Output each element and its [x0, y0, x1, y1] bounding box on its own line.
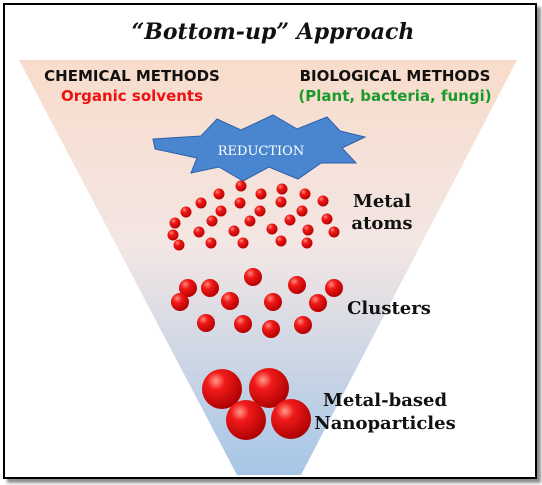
metal-atom [234, 197, 246, 209]
metal-atom [169, 217, 181, 229]
metal-atoms-group [167, 180, 340, 251]
nanoparticle [249, 368, 289, 408]
metal-atom [213, 188, 225, 200]
metal-atom [321, 213, 333, 225]
metal-atom [266, 223, 278, 235]
cluster [197, 314, 215, 332]
bottom-up-diagram: “Bottom-up” Approach CHEMICAL METHODS Or… [19, 19, 517, 475]
metal-atoms-label-line1: Metal [353, 191, 411, 212]
metal-atom [299, 188, 311, 200]
metal-atom [167, 229, 179, 241]
metal-atom [237, 237, 249, 249]
reduction-label: REDUCTION [218, 144, 304, 159]
funnel-shape [19, 60, 517, 475]
metal-atom [301, 237, 313, 249]
metal-atom [180, 206, 192, 218]
cluster [244, 268, 262, 286]
metal-atom [284, 214, 296, 226]
cluster [171, 293, 189, 311]
metal-atom [317, 195, 329, 207]
nanoparticles-label-line1: Metal-based [323, 390, 447, 411]
cluster [288, 276, 306, 294]
metal-atom [205, 237, 217, 249]
metal-atom [195, 197, 207, 209]
diagram-frame: “Bottom-up” Approach CHEMICAL METHODS Or… [3, 3, 537, 479]
diagram-title: “Bottom-up” Approach [132, 19, 415, 45]
metal-atom [296, 205, 308, 217]
metal-atom [276, 183, 288, 195]
cluster [262, 320, 280, 338]
nanoparticle [271, 399, 311, 439]
cluster [221, 292, 239, 310]
metal-atom [302, 224, 314, 236]
cluster [201, 279, 219, 297]
metal-atom [244, 215, 256, 227]
metal-atom [275, 235, 287, 247]
cluster [325, 279, 343, 297]
metal-atom [228, 225, 240, 237]
metal-atom [215, 205, 227, 217]
cluster [264, 293, 282, 311]
metal-atom [193, 226, 205, 238]
nanoparticle [202, 369, 242, 409]
cluster [294, 316, 312, 334]
chemical-methods-subheading: Organic solvents [61, 87, 203, 105]
metal-atom [173, 239, 185, 251]
metal-atom [328, 226, 340, 238]
metal-atom [206, 215, 218, 227]
metal-atom [235, 180, 247, 192]
clusters-label: Clusters [347, 298, 431, 319]
biological-methods-heading: BIOLOGICAL METHODS [300, 67, 491, 85]
nanoparticles-label-line2: Nanoparticles [314, 413, 455, 434]
reduction-burst [152, 114, 367, 182]
metal-atom [254, 205, 266, 217]
cluster [234, 315, 252, 333]
cluster [309, 294, 327, 312]
metal-atom [255, 188, 267, 200]
chemical-methods-heading: CHEMICAL METHODS [44, 67, 220, 85]
metal-atom [275, 196, 287, 208]
nanoparticles-group [202, 368, 311, 440]
metal-atoms-label-line2: atoms [351, 213, 412, 234]
clusters-group [171, 268, 343, 338]
biological-methods-subheading: (Plant, bacteria, fungi) [298, 87, 491, 105]
nanoparticle [226, 400, 266, 440]
cluster [179, 279, 197, 297]
